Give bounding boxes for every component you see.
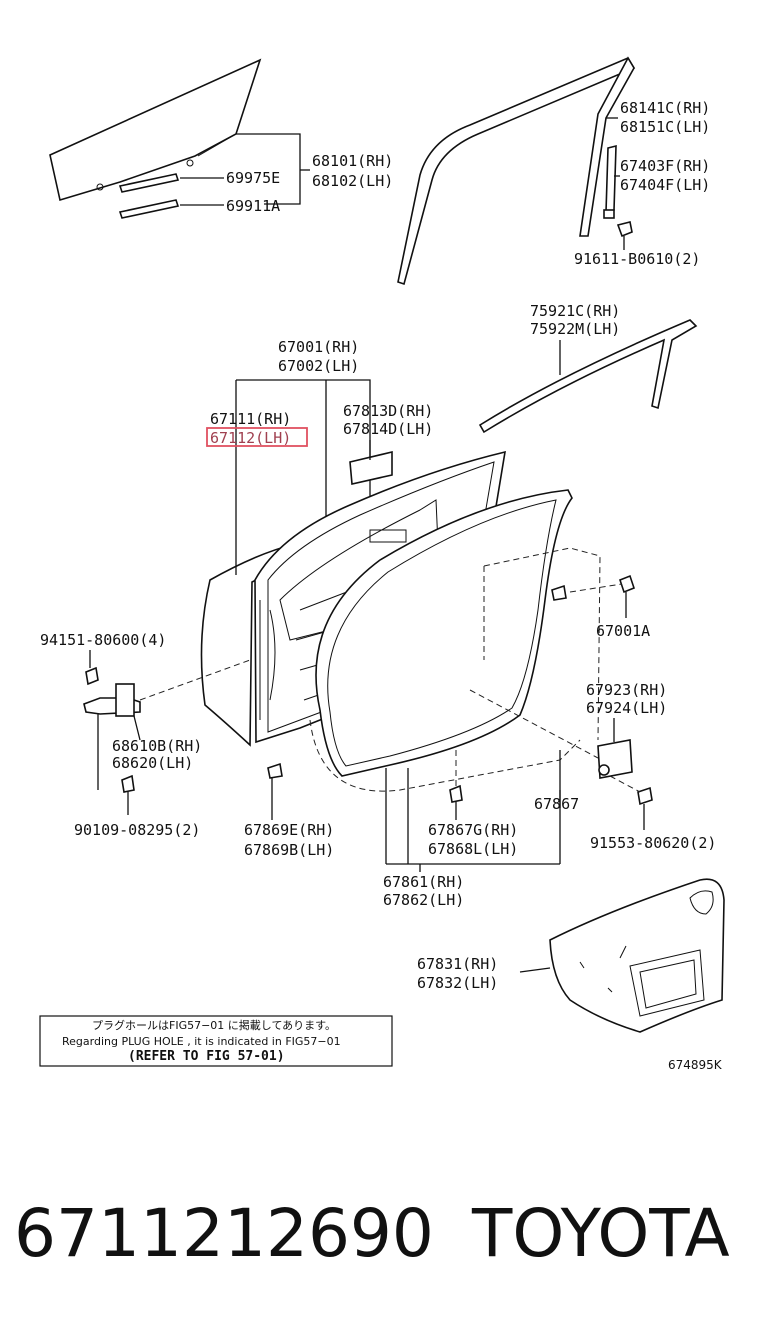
- label-wst-lh: 67862(LH): [383, 891, 464, 909]
- plug-hole-note: プラグホールはFIG57−01 に掲載してあります。 Regarding PLU…: [39, 1015, 393, 1067]
- division-bar: [603, 144, 617, 219]
- label-lock-lh: 67924(LH): [586, 699, 667, 717]
- label-hole-lh: 67814D(LH): [343, 420, 433, 438]
- label-div-lh: 67404F(LH): [620, 176, 710, 194]
- label-mold-lh: 75922M(LH): [530, 320, 620, 338]
- label-69975e: 69975E: [226, 169, 280, 187]
- label-run-lh: 68151C(LH): [620, 118, 710, 136]
- glass-run: [397, 56, 636, 286]
- label-mold-rh: 75921C(RH): [530, 302, 620, 320]
- belt-molding: [478, 319, 698, 434]
- label-screw-91611: 91611-B0610(2): [574, 250, 700, 268]
- brand-name: TOYOTA: [471, 1195, 730, 1272]
- label-seal-e: 67869E(RH): [244, 821, 334, 839]
- label-panel-rh: 67111(RH): [210, 410, 291, 428]
- highlight-box: [206, 427, 308, 447]
- label-screw-91553: 91553-80620(2): [590, 834, 716, 852]
- door-weatherstrip: [315, 489, 573, 777]
- screw-91553-icon: [637, 786, 653, 806]
- door-check: [83, 683, 141, 717]
- plug-hole-cover: [349, 450, 393, 485]
- part-number: 6711212690: [14, 1195, 434, 1272]
- label-div-rh: 67403F(RH): [620, 157, 710, 175]
- label-check-rh: 68610B(RH): [112, 737, 202, 755]
- note-japanese: プラグホールはFIG57−01 に掲載してあります。: [92, 1018, 336, 1032]
- clip-upper-icon: [551, 584, 567, 601]
- label-hole-rh: 67813D(RH): [343, 402, 433, 420]
- label-trim-lh: 67832(LH): [417, 974, 498, 992]
- label-glass-lh: 68102(LH): [312, 172, 393, 190]
- note-english: Regarding PLUG HOLE , it is indicated in…: [62, 1035, 341, 1048]
- label-run-rh: 68141C(RH): [620, 99, 710, 117]
- glass-channel-lower: [118, 199, 180, 219]
- label-seal-l: 67868L(LH): [428, 840, 518, 858]
- glass-channel-upper: [118, 173, 180, 193]
- label-trim-rh: 67831(RH): [417, 955, 498, 973]
- bolt-90109-icon: [121, 774, 135, 793]
- label-bolt-94151: 94151-80600(4): [40, 631, 166, 649]
- label-door-rh: 67001(RH): [278, 338, 359, 356]
- label-panel-lh: 67112(LH): [210, 429, 291, 447]
- screw-91611-icon: [616, 221, 633, 250]
- clip-67001a-icon: [619, 574, 635, 594]
- label-69911a: 69911A: [226, 197, 280, 215]
- clip-67867g-icon: [449, 784, 463, 803]
- label-lock-rh: 67923(RH): [586, 681, 667, 699]
- label-seal-g: 67867G(RH): [428, 821, 518, 839]
- label-bolt-90109: 90109-08295(2): [74, 821, 200, 839]
- bolt-94151-icon: [85, 666, 99, 686]
- diagram-code: 674895K: [668, 1058, 723, 1072]
- door-lock: [597, 739, 633, 779]
- label-glass-rh: 68101(RH): [312, 152, 393, 170]
- label-67867: 67867: [534, 795, 579, 813]
- label-door-lh: 67002(LH): [278, 357, 359, 375]
- label-wst-rh: 67861(RH): [383, 873, 464, 891]
- note-refer: (REFER TO FIG 57-01): [128, 1049, 285, 1064]
- label-clip-67001a: 67001A: [596, 622, 650, 640]
- label-check-lh: 68620(LH): [112, 754, 193, 772]
- door-trim-board: [549, 878, 725, 1033]
- label-seal-b: 67869B(LH): [244, 841, 334, 859]
- part-labels: 68101(RH) 68102(LH) 69975E 69911A 68141C…: [40, 99, 716, 992]
- door-glass: [49, 58, 262, 202]
- clip-67869-icon: [267, 762, 283, 779]
